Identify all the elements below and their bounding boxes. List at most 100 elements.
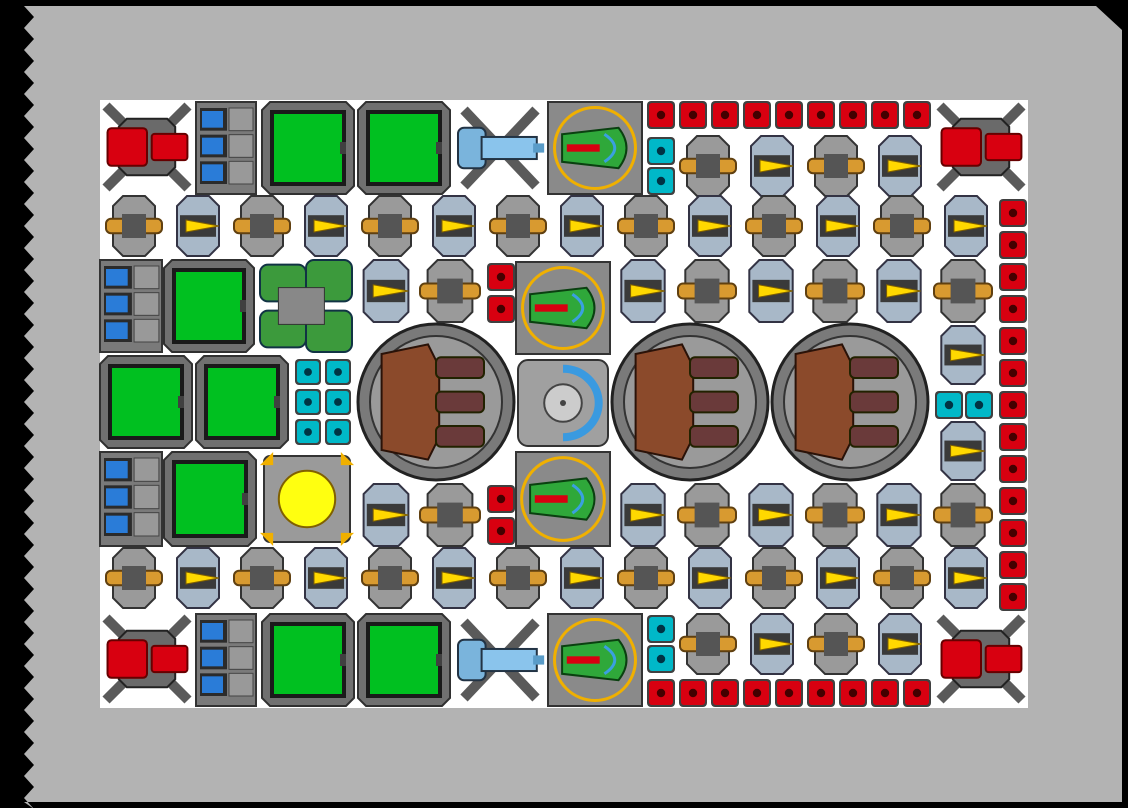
cyan-armor-block-part[interactable] bbox=[294, 418, 322, 446]
red-armor-block-part[interactable] bbox=[998, 582, 1028, 612]
laser-turret-part[interactable] bbox=[742, 135, 802, 197]
red-armor-block-part[interactable] bbox=[486, 294, 516, 324]
solar-panel-part[interactable] bbox=[261, 101, 355, 195]
red-armor-block-part[interactable] bbox=[902, 100, 932, 130]
missile-launcher-part[interactable] bbox=[804, 259, 866, 323]
solar-panel-part[interactable] bbox=[357, 613, 451, 707]
missile-launcher-part[interactable] bbox=[806, 135, 866, 197]
missile-launcher-part[interactable] bbox=[744, 547, 804, 609]
battery-stack-part[interactable] bbox=[195, 613, 257, 707]
cyan-armor-block-part[interactable] bbox=[934, 390, 964, 420]
red-armor-block-part[interactable] bbox=[486, 484, 516, 514]
missile-launcher-part[interactable] bbox=[418, 483, 482, 547]
missile-launcher-part[interactable] bbox=[678, 135, 738, 197]
laser-turret-part[interactable] bbox=[932, 421, 994, 481]
laser-turret-part[interactable] bbox=[868, 259, 930, 323]
fighter-bay-part[interactable] bbox=[547, 613, 643, 707]
solar-panel-part[interactable] bbox=[163, 451, 257, 547]
cyan-armor-block-part[interactable] bbox=[324, 358, 352, 386]
laser-turret-part[interactable] bbox=[424, 547, 484, 609]
laser-turret-part[interactable] bbox=[680, 547, 740, 609]
corner-cannon-part[interactable] bbox=[100, 100, 194, 194]
solar-panel-part[interactable] bbox=[195, 355, 289, 449]
cyan-armor-block-part[interactable] bbox=[964, 390, 994, 420]
laser-turret-part[interactable] bbox=[612, 483, 674, 547]
battery-stack-part[interactable] bbox=[99, 259, 163, 353]
red-armor-block-part[interactable] bbox=[806, 100, 836, 130]
red-armor-block-part[interactable] bbox=[742, 678, 772, 708]
missile-launcher-part[interactable] bbox=[676, 259, 738, 323]
red-armor-block-part[interactable] bbox=[998, 230, 1028, 260]
laser-turret-part[interactable] bbox=[168, 547, 228, 609]
red-armor-block-part[interactable] bbox=[998, 422, 1028, 452]
red-armor-block-part[interactable] bbox=[774, 100, 804, 130]
red-armor-block-part[interactable] bbox=[678, 100, 708, 130]
solar-panel-part[interactable] bbox=[261, 613, 355, 707]
battery-stack-part[interactable] bbox=[99, 451, 163, 547]
laser-turret-part[interactable] bbox=[932, 325, 994, 385]
red-armor-block-part[interactable] bbox=[710, 100, 740, 130]
triple-cannon-turret-part[interactable] bbox=[356, 322, 516, 482]
cyan-armor-block-part[interactable] bbox=[646, 166, 676, 196]
shield-generator-part[interactable] bbox=[516, 358, 610, 448]
red-armor-block-part[interactable] bbox=[742, 100, 772, 130]
laser-turret-part[interactable] bbox=[808, 547, 868, 609]
missile-launcher-part[interactable] bbox=[488, 195, 548, 257]
fighter-bay-part[interactable] bbox=[547, 101, 643, 195]
red-armor-block-part[interactable] bbox=[902, 678, 932, 708]
missile-launcher-part[interactable] bbox=[804, 483, 866, 547]
laser-turret-part[interactable] bbox=[680, 195, 740, 257]
missile-launcher-part[interactable] bbox=[104, 547, 164, 609]
cyan-armor-block-part[interactable] bbox=[324, 388, 352, 416]
red-armor-block-part[interactable] bbox=[646, 678, 676, 708]
missile-launcher-part[interactable] bbox=[360, 547, 420, 609]
missile-launcher-part[interactable] bbox=[744, 195, 804, 257]
missile-launcher-part[interactable] bbox=[678, 613, 738, 675]
ion-engine-part[interactable] bbox=[454, 614, 546, 706]
red-armor-block-part[interactable] bbox=[998, 358, 1028, 388]
fighter-bay-part[interactable] bbox=[515, 261, 611, 355]
laser-turret-part[interactable] bbox=[354, 259, 418, 323]
laser-turret-part[interactable] bbox=[552, 195, 612, 257]
missile-launcher-part[interactable] bbox=[104, 195, 164, 257]
missile-launcher-part[interactable] bbox=[232, 195, 292, 257]
laser-turret-part[interactable] bbox=[296, 547, 356, 609]
red-armor-block-part[interactable] bbox=[998, 262, 1028, 292]
laser-turret-part[interactable] bbox=[612, 259, 674, 323]
laser-turret-part[interactable] bbox=[936, 547, 996, 609]
red-armor-block-part[interactable] bbox=[838, 100, 868, 130]
solar-panel-part[interactable] bbox=[99, 355, 193, 449]
corner-cannon-part[interactable] bbox=[934, 100, 1028, 194]
missile-launcher-part[interactable] bbox=[488, 547, 548, 609]
corner-cannon-part[interactable] bbox=[934, 612, 1028, 706]
red-armor-block-part[interactable] bbox=[486, 262, 516, 292]
ion-engine-part[interactable] bbox=[454, 102, 546, 194]
missile-launcher-part[interactable] bbox=[872, 195, 932, 257]
solar-panel-part[interactable] bbox=[163, 259, 255, 353]
laser-turret-part[interactable] bbox=[168, 195, 228, 257]
missile-launcher-part[interactable] bbox=[616, 547, 676, 609]
missile-launcher-part[interactable] bbox=[806, 613, 866, 675]
cyan-armor-block-part[interactable] bbox=[324, 418, 352, 446]
corner-cannon-part[interactable] bbox=[100, 612, 194, 706]
cyan-armor-block-part[interactable] bbox=[646, 614, 676, 644]
cyan-armor-block-part[interactable] bbox=[646, 644, 676, 674]
red-armor-block-part[interactable] bbox=[998, 550, 1028, 580]
missile-launcher-part[interactable] bbox=[360, 195, 420, 257]
laser-turret-part[interactable] bbox=[552, 547, 612, 609]
laser-turret-part[interactable] bbox=[354, 483, 418, 547]
missile-launcher-part[interactable] bbox=[932, 483, 994, 547]
missile-launcher-part[interactable] bbox=[232, 547, 292, 609]
missile-launcher-part[interactable] bbox=[616, 195, 676, 257]
red-armor-block-part[interactable] bbox=[646, 100, 676, 130]
red-armor-block-part[interactable] bbox=[838, 678, 868, 708]
red-armor-block-part[interactable] bbox=[998, 454, 1028, 484]
triple-cannon-turret-part[interactable] bbox=[610, 322, 770, 482]
battery-stack-part[interactable] bbox=[195, 101, 257, 195]
laser-turret-part[interactable] bbox=[808, 195, 868, 257]
laser-turret-part[interactable] bbox=[296, 195, 356, 257]
missile-launcher-part[interactable] bbox=[872, 547, 932, 609]
laser-turret-part[interactable] bbox=[868, 483, 930, 547]
red-armor-block-part[interactable] bbox=[678, 678, 708, 708]
red-armor-block-part[interactable] bbox=[998, 326, 1028, 356]
